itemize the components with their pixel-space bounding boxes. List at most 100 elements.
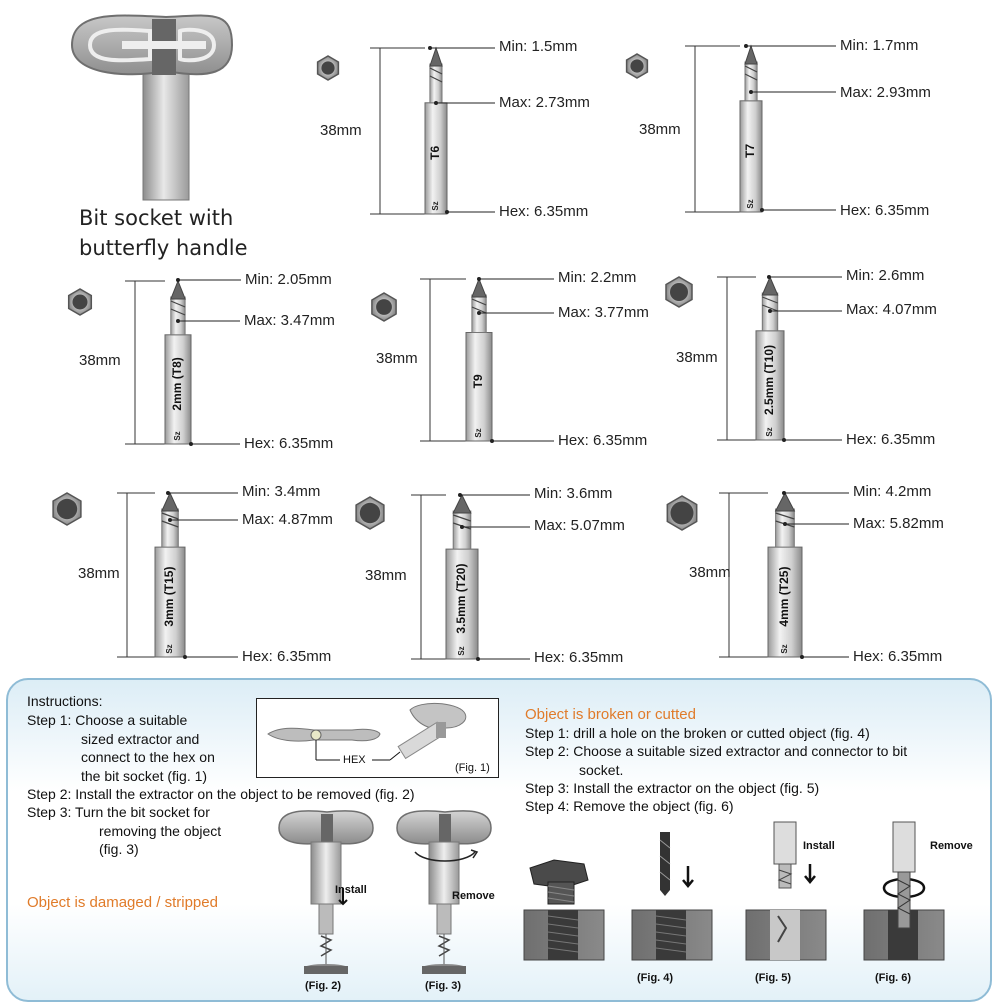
bit-tip-t20	[452, 493, 472, 514]
min-diameter-t7: Min: 1.7mm	[840, 37, 919, 54]
broken-step1: Step 1: drill a hole on the broken or cu…	[525, 725, 870, 741]
hex-size-t9: Hex: 6.35mm	[558, 432, 648, 449]
bit-brand-mark-t15: Sz	[165, 644, 174, 653]
max-diameter-t9: Max: 3.77mm	[558, 304, 649, 321]
bit-tip-t25	[774, 491, 796, 512]
bit-brand-mark-t8: Sz	[173, 431, 182, 440]
hex-dot-t9	[490, 439, 494, 443]
remove-label-fig3: Remove	[452, 890, 495, 902]
fig1-label: (Fig. 1)	[455, 762, 490, 774]
bit-neck-t20	[452, 510, 472, 550]
bit-tip-t7	[744, 44, 758, 65]
bit-tip-t9	[471, 277, 487, 298]
min-diameter-t9: Min: 2.2mm	[558, 269, 637, 286]
step1-line1: Step 1: Choose a suitable	[27, 712, 188, 728]
length-label-t7: 38mm	[639, 121, 681, 138]
min-diameter-t6: Min: 1.5mm	[499, 38, 578, 55]
instructions-title: Instructions:	[27, 693, 103, 709]
max-diameter-t8: Max: 3.47mm	[244, 312, 335, 329]
hex-label: HEX	[343, 754, 366, 766]
step3-line2: removing the object	[99, 822, 222, 839]
bit-neck-t6	[429, 63, 443, 104]
step1-line4: the bit socket (fig. 1)	[81, 767, 208, 784]
max-dot-t10	[768, 309, 772, 313]
bit-brand-mark-t7: Sz	[746, 199, 755, 208]
bit-neck-t15	[161, 508, 179, 548]
bit-brand-mark-t6: Sz	[431, 201, 440, 210]
bit-name-t6: T6	[428, 146, 442, 160]
socket-hex-hole-t20	[359, 502, 381, 524]
fig5-label: (Fig. 5)	[755, 972, 792, 984]
bit-hex-shank-t9	[465, 332, 493, 442]
max-diameter-t6: Max: 2.73mm	[499, 94, 590, 111]
length-label-t15: 38mm	[78, 565, 120, 582]
bit-name-t15: 3mm (T15)	[162, 567, 176, 627]
bit-flute-t9	[471, 298, 487, 314]
max-diameter-t15: Max: 4.87mm	[242, 511, 333, 528]
bit-name-t25: 4mm (T25)	[777, 567, 791, 627]
bit-tip-t8	[170, 279, 186, 300]
length-label-t8: 38mm	[79, 352, 121, 369]
max-dot-t8	[176, 319, 180, 323]
length-label-t9: 38mm	[376, 350, 418, 367]
bit-brand-mark-t10: Sz	[765, 427, 774, 436]
hex-dot-t15	[183, 655, 187, 659]
install-label-fig2: Install	[335, 884, 367, 896]
min-diameter-t25: Min: 4.2mm	[853, 483, 932, 500]
hex-size-t6: Hex: 6.35mm	[499, 203, 589, 220]
max-diameter-t25: Max: 5.82mm	[853, 515, 944, 532]
min-dot-t7	[744, 44, 748, 48]
min-diameter-t15: Min: 3.4mm	[242, 483, 321, 500]
step3-line1: Step 3: Turn the bit socket for	[27, 804, 210, 820]
min-diameter-t8: Min: 2.05mm	[245, 271, 332, 288]
min-dot-t9	[477, 277, 481, 281]
min-dot-t15	[166, 491, 170, 495]
socket-hex-hole-t6	[321, 61, 335, 75]
fig4-fig5-fig6-illustration	[523, 821, 945, 961]
bit-flute-t10	[762, 296, 778, 312]
instruction-step3: Step 3: Turn the bit socket for removing…	[27, 803, 221, 859]
bit-tip-t6	[429, 46, 443, 67]
socket-hex-hole-t10	[670, 283, 688, 301]
hex-dot-t7	[760, 208, 764, 212]
butterfly-handle-illustration	[70, 14, 234, 201]
bit-name-t7: T7	[743, 144, 757, 158]
handle-caption: Bit socket with butterfly handle	[79, 203, 248, 263]
socket-hex-hole-t9	[376, 299, 392, 315]
bit-hex-shank-t15	[154, 546, 186, 658]
max-diameter-t10: Max: 4.07mm	[846, 301, 937, 318]
hex-dot-t10	[782, 438, 786, 442]
socket-hex-hole-t25	[670, 501, 694, 525]
min-dot-t10	[767, 275, 771, 279]
instruction-step2: Step 2: Install the extractor on the obj…	[27, 786, 415, 802]
step1-line3: connect to the hex on	[81, 749, 215, 765]
bit-flute-t15	[161, 512, 179, 528]
fig6-label: (Fig. 6)	[875, 972, 912, 984]
max-dot-t6	[434, 101, 438, 105]
min-dot-t20	[458, 493, 462, 497]
max-diameter-t7: Max: 2.93mm	[840, 84, 931, 101]
bit-neck-t7	[744, 61, 758, 102]
max-dot-t25	[783, 522, 787, 526]
hex-dot-t8	[189, 442, 193, 446]
bit-tip-t10	[761, 275, 779, 296]
fig1-illustration	[267, 703, 467, 761]
max-dot-t9	[477, 311, 481, 315]
bit-brand-mark-t20: Sz	[457, 646, 466, 655]
hex-dot-t6	[445, 210, 449, 214]
handle-caption-line1: Bit socket with	[79, 206, 234, 230]
broken-step3: Step 3: Install the extractor on the obj…	[525, 780, 820, 796]
max-diameter-t20: Max: 5.07mm	[534, 517, 625, 534]
broken-step2: Step 2: Choose a suitable sized extracto…	[525, 742, 907, 779]
bit-name-t8: 2mm (T8)	[170, 357, 184, 410]
length-label-t6: 38mm	[320, 122, 362, 139]
socket-hex-hole-t15	[56, 498, 78, 520]
remove-label-fig6: Remove	[930, 840, 973, 852]
bit-flute-t7	[744, 65, 758, 81]
length-label-t10: 38mm	[676, 349, 718, 366]
bit-neck-t8	[170, 296, 186, 336]
max-dot-t7	[749, 90, 753, 94]
min-dot-t25	[782, 491, 786, 495]
min-dot-t6	[428, 46, 432, 50]
bit-hex-shank-t10	[755, 330, 785, 441]
